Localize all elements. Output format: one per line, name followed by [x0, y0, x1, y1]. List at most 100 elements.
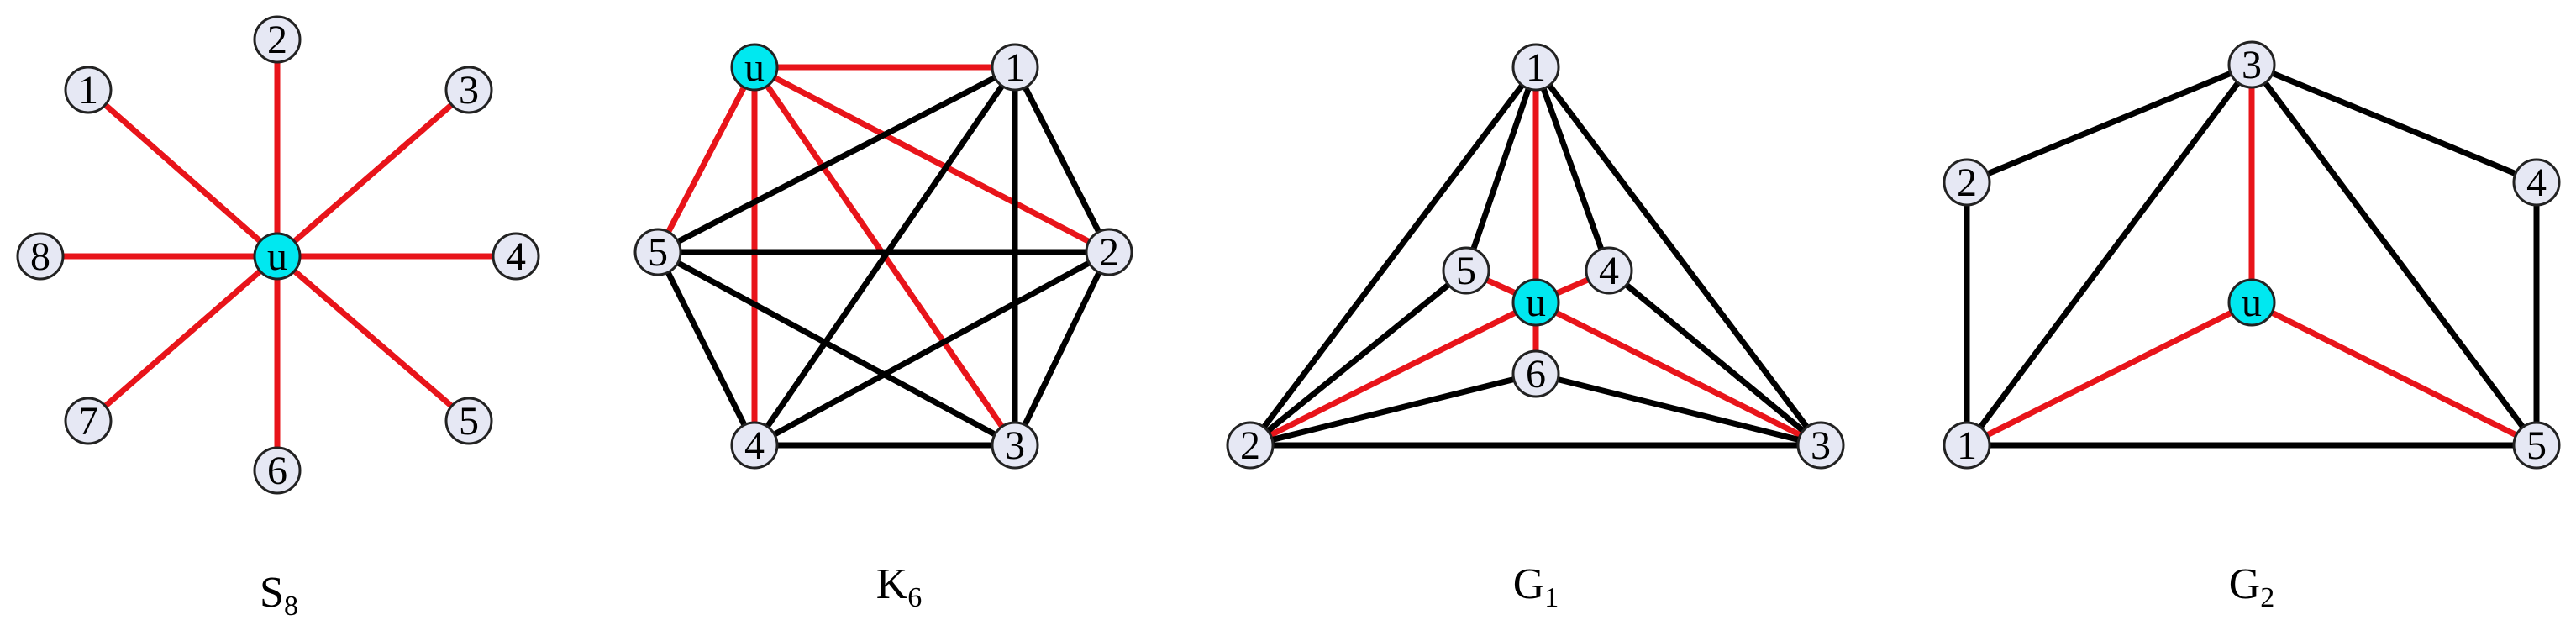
graph-s8: 1 2 3 4 5 6 7 8 u S8 [16, 15, 540, 622]
g1-edge-3-4 [1606, 267, 1824, 449]
g2-edge-u-5 [2248, 299, 2540, 449]
s8-node-2-label: 2 [267, 18, 287, 62]
s8-node-7-label: 7 [78, 399, 98, 444]
g2-edges [1964, 61, 2540, 449]
s8-node-6-circle [253, 446, 302, 495]
k6-node-5: 5 [633, 228, 682, 276]
k6-node-u-circle [730, 43, 779, 92]
s8-node-4-circle [492, 232, 540, 281]
k6-edges [655, 64, 1112, 449]
s8-edge-u-3 [274, 87, 472, 260]
g1-node-4: 4 [1585, 246, 1633, 295]
g1-node-5-circle [1442, 246, 1490, 295]
k6-node-2-label: 2 [1099, 230, 1119, 275]
g1-node-u: u [1511, 278, 1560, 327]
s8-node-3: 3 [444, 66, 493, 114]
g1-node-1: 1 [1511, 43, 1560, 92]
s8-node-5-circle [444, 397, 493, 445]
k6-edge-2-3 [1012, 249, 1112, 449]
k6-node-u: u [730, 43, 779, 92]
s8-node-8: 8 [16, 232, 65, 281]
g2-edge-2-3 [1964, 61, 2255, 186]
g1-node-4-label: 4 [1599, 249, 1619, 293]
g2-node-1-circle [1943, 421, 1991, 470]
k6-node-4-label: 4 [744, 423, 765, 468]
s8-node-u: u [253, 232, 302, 281]
g2-caption: G2 [2229, 560, 2275, 613]
g1-edge-1-2 [1247, 64, 1539, 449]
k6-edge-3-5 [655, 249, 1018, 449]
s8-node-7: 7 [64, 397, 113, 445]
s8-edge-u-5 [274, 253, 472, 424]
graph-k6: u 1 2 3 4 5 K6 [633, 43, 1133, 613]
g2-node-1: 1 [1943, 421, 1991, 470]
graph-g1: 1 2 3 4 5 6 u G1 [1226, 43, 1845, 613]
k6-caption: K6 [876, 560, 923, 613]
g1-node-u-circle [1511, 278, 1560, 327]
g2-edge-3-5 [2248, 61, 2540, 449]
g1-node-4-circle [1585, 246, 1633, 295]
g1-nodes: 1 2 3 4 5 6 u [1226, 43, 1845, 470]
k6-node-3-label: 3 [1005, 423, 1025, 468]
g2-node-2-label: 2 [1957, 160, 1977, 205]
s8-caption: S8 [260, 569, 298, 622]
g1-edges [1247, 64, 1824, 449]
g1-node-1-label: 1 [1526, 45, 1546, 90]
g1-caption: G1 [1513, 560, 1559, 613]
g2-node-5-circle [2512, 421, 2561, 470]
g2-node-2-circle [1943, 158, 1991, 207]
g1-node-2-label: 2 [1240, 423, 1260, 468]
k6-edge-1-2 [1012, 64, 1112, 255]
s8-edges [37, 36, 519, 474]
k6-node-5-label: 5 [648, 230, 668, 275]
s8-edge-u-7 [85, 253, 281, 424]
g1-node-6: 6 [1511, 349, 1560, 398]
g1-edge-2-5 [1247, 267, 1469, 449]
g2-node-4: 4 [2512, 158, 2561, 207]
g2-node-4-circle [2512, 158, 2561, 207]
g1-edge-u-2 [1247, 299, 1539, 449]
s8-node-4: 4 [492, 232, 540, 281]
g1-node-6-label: 6 [1526, 352, 1546, 397]
g2-node-u-circle [2227, 278, 2276, 327]
g1-node-6-circle [1511, 349, 1560, 398]
k6-edge-u-5 [655, 64, 758, 255]
g1-node-2-circle [1226, 421, 1275, 470]
g2-node-5-label: 5 [2526, 423, 2547, 468]
k6-node-4-circle [730, 421, 779, 470]
k6-node-3: 3 [991, 421, 1039, 470]
s8-edge-u-1 [85, 87, 281, 260]
k6-node-3-circle [991, 421, 1039, 470]
k6-edge-1-4 [751, 64, 1018, 449]
g2-node-1-label: 1 [1957, 423, 1977, 468]
g2-node-3: 3 [2227, 40, 2276, 89]
s8-node-2-circle [253, 15, 302, 64]
g1-node-u-label: u [1526, 281, 1546, 325]
k6-node-1: 1 [991, 43, 1039, 92]
s8-node-1-label: 1 [78, 68, 98, 113]
k6-node-2-circle [1085, 228, 1133, 276]
s8-node-3-label: 3 [459, 68, 479, 113]
k6-node-1-circle [991, 43, 1039, 92]
k6-edge-u-2 [751, 64, 1112, 255]
g1-edge-1-3 [1532, 64, 1824, 449]
g1-node-3-label: 3 [1811, 423, 1831, 468]
k6-node-u-label: u [744, 45, 765, 90]
g2-node-5: 5 [2512, 421, 2561, 470]
g1-node-2: 2 [1226, 421, 1275, 470]
g1-node-5: 5 [1442, 246, 1490, 295]
s8-node-7-circle [64, 397, 113, 445]
s8-node-6: 6 [253, 446, 302, 495]
s8-node-8-label: 8 [30, 234, 50, 279]
g1-edge-1-4 [1532, 64, 1612, 274]
s8-node-5-label: 5 [459, 399, 479, 444]
s8-nodes: 1 2 3 4 5 6 7 8 u [16, 15, 540, 495]
g2-node-3-label: 3 [2242, 43, 2262, 87]
s8-node-3-circle [444, 66, 493, 114]
g1-node-3: 3 [1796, 421, 1845, 470]
g1-edge-3-6 [1532, 370, 1824, 449]
k6-edge-4-5 [655, 249, 758, 449]
k6-nodes: u 1 2 3 4 5 [633, 43, 1133, 470]
